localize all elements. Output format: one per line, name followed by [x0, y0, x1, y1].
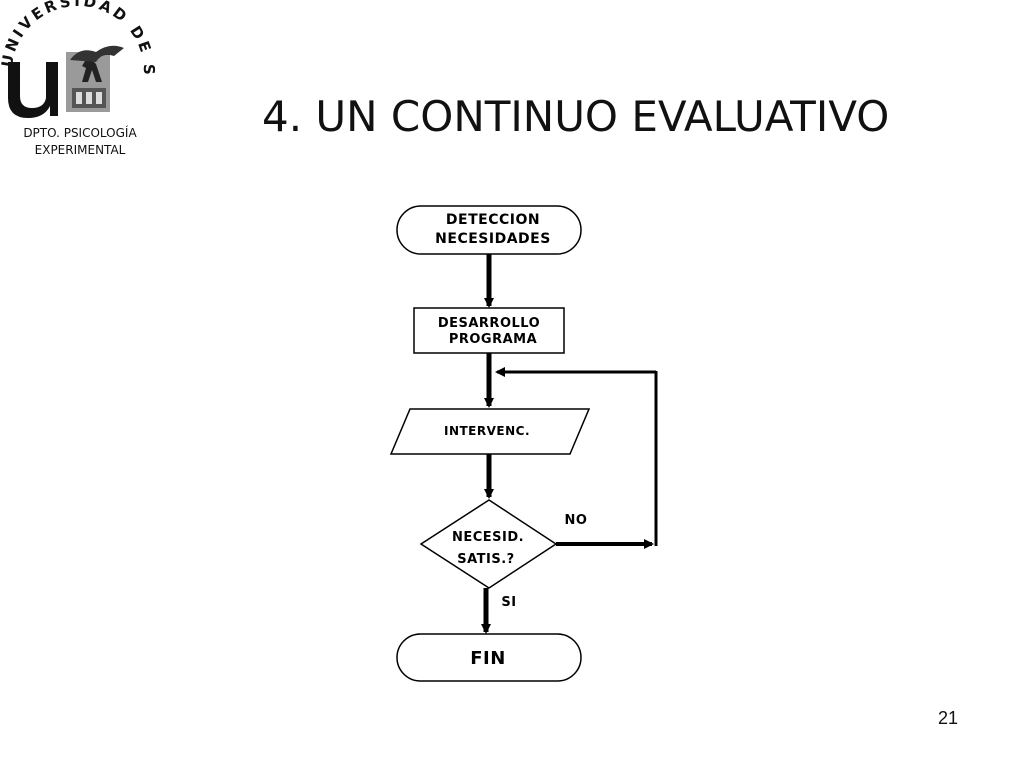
end-label: FIN: [470, 648, 506, 669]
decision-label-line2: SATIS.?: [457, 552, 514, 567]
process-label-line2: PROGRAMA: [449, 332, 537, 347]
page-number: 21: [937, 708, 959, 728]
intervention-label: INTERVENC.: [444, 424, 530, 438]
intervention-parallelogram: [389, 408, 591, 455]
decision-label-line1: NECESID.: [452, 530, 524, 545]
statue-icon: [66, 45, 124, 112]
branch-yes-label: SI: [501, 595, 516, 610]
end-terminator: [396, 633, 582, 682]
department-name-line2: EXPERIMENTAL: [34, 143, 126, 157]
branch-no-label: NO: [565, 513, 588, 528]
start-label-line1: DETECCION: [446, 212, 540, 228]
process-label-line1: DESARROLLO: [438, 316, 540, 331]
university-logo: UNIVERSIDAD DE SEVILLA: [0, 0, 155, 118]
department-name-line1: DPTO. PSICOLOGÍA: [23, 126, 137, 140]
slide-title: 4. UN CONTINUO EVALUATIVO: [262, 92, 890, 141]
decision-diamond: [419, 499, 558, 589]
start-label-line2: NECESIDADES: [435, 231, 551, 247]
